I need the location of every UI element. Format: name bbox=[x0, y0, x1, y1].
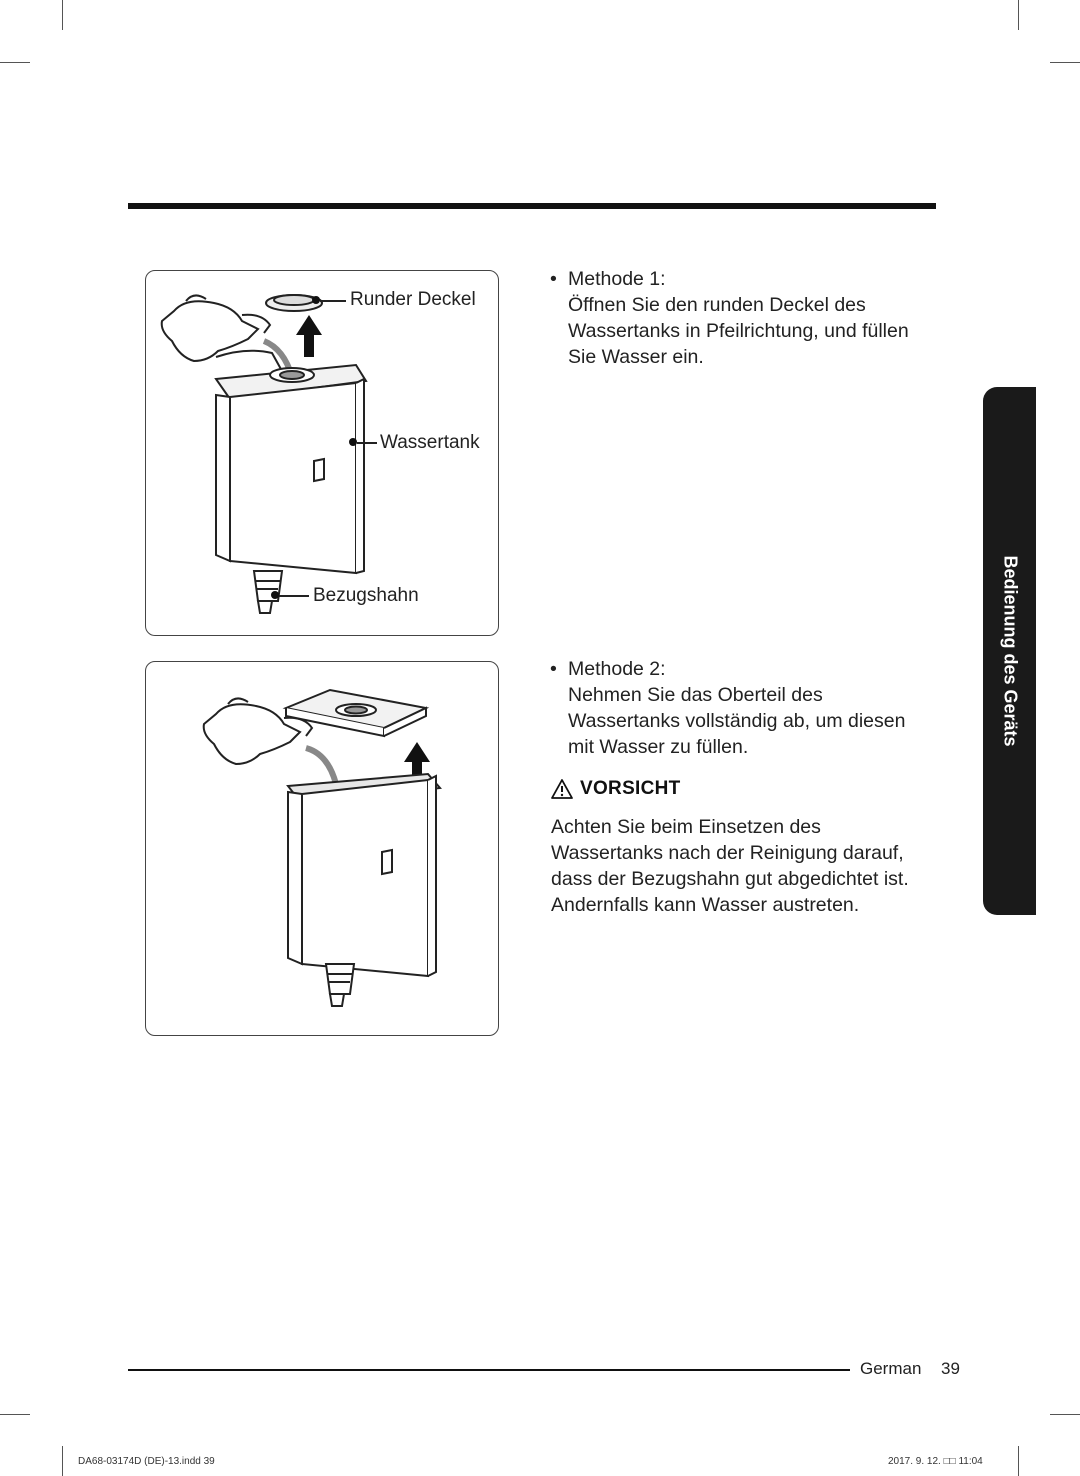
method-1-line: Sie Wasser ein. bbox=[568, 346, 704, 368]
print-slug-file: DA68-03174D (DE)-13.indd 39 bbox=[78, 1456, 215, 1467]
caution-line: Andernfalls kann Wasser austreten. bbox=[551, 894, 860, 916]
crop-mark bbox=[1050, 1414, 1080, 1415]
method-2-line: Nehmen Sie das Oberteil des bbox=[568, 684, 823, 706]
label-runder-deckel: Runder Deckel bbox=[350, 289, 476, 310]
caution-line: Wassertanks nach der Reinigung darauf, bbox=[551, 842, 904, 864]
crop-mark bbox=[0, 62, 30, 63]
figure-method-1: Runder Deckel Wassertank Bezugshahn bbox=[145, 270, 499, 636]
section-rule bbox=[128, 203, 936, 209]
caution-title: VORSICHT bbox=[580, 778, 681, 799]
method-2-block: • Methode 2: Nehmen Sie das Oberteil des… bbox=[550, 656, 905, 760]
method-2-line: mit Wasser zu füllen. bbox=[568, 736, 749, 758]
bullet: • bbox=[550, 268, 557, 290]
warning-triangle-icon bbox=[551, 779, 573, 799]
method-1-title-row: • Methode 1: bbox=[550, 266, 909, 292]
water-tank-lid-illustration bbox=[160, 294, 368, 614]
method-1-line: Öffnen Sie den runden Deckel des bbox=[568, 294, 866, 316]
caution-text: Achten Sie beim Einsetzen des Wassertank… bbox=[551, 814, 909, 918]
label-bezugshahn: Bezugshahn bbox=[313, 585, 419, 606]
crop-mark bbox=[0, 1414, 30, 1415]
callout-dot-tap bbox=[271, 591, 279, 599]
method-1-title: Methode 1: bbox=[568, 268, 666, 290]
crop-mark bbox=[1050, 62, 1080, 63]
print-slug-date: 2017. 9. 12. □□ 11:04 bbox=[888, 1456, 983, 1467]
method-2-title: Methode 2: bbox=[568, 658, 666, 680]
footer-page-number: 39 bbox=[941, 1359, 960, 1378]
method-2-title-row: • Methode 2: bbox=[550, 656, 905, 682]
crop-mark bbox=[1018, 0, 1019, 30]
callout-dot-tank bbox=[349, 438, 357, 446]
callout-line-lid bbox=[320, 300, 346, 302]
method-1-block: • Methode 1: Öffnen Sie den runden Decke… bbox=[550, 266, 909, 370]
callout-line-tap bbox=[279, 595, 309, 597]
crop-mark bbox=[62, 1446, 63, 1476]
side-tab-label: Bedienung des Geräts bbox=[1000, 555, 1020, 747]
water-tank-top-removed-illustration bbox=[202, 688, 442, 1007]
figure-method-2 bbox=[145, 661, 499, 1036]
crop-mark bbox=[62, 0, 63, 30]
crop-mark bbox=[1018, 1446, 1019, 1476]
caution-line: dass der Bezugshahn gut abgedichtet ist. bbox=[551, 868, 909, 890]
caution-heading: VORSICHT bbox=[550, 778, 681, 800]
callout-line-tank bbox=[357, 442, 377, 444]
footer-language: German bbox=[860, 1359, 922, 1378]
label-wassertank: Wassertank bbox=[380, 432, 480, 453]
section-side-tab: Bedienung des Geräts bbox=[983, 387, 1036, 915]
bullet: • bbox=[550, 658, 557, 680]
footer-rule bbox=[128, 1369, 850, 1371]
callout-dot-lid bbox=[312, 296, 320, 304]
method-1-line: Wassertanks in Pfeilrichtung, und füllen bbox=[568, 320, 909, 342]
method-2-line: Wassertanks vollständig ab, um diesen bbox=[568, 710, 906, 732]
caution-line: Achten Sie beim Einsetzen des bbox=[551, 816, 821, 838]
